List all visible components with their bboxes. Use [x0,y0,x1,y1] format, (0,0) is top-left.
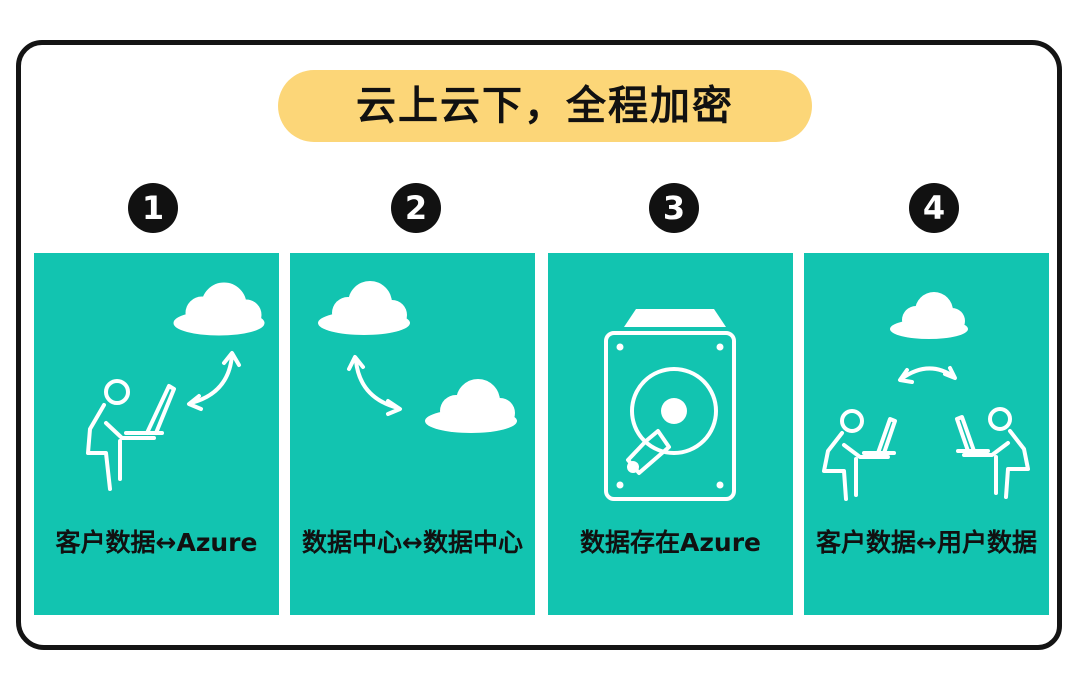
step-number-1: 1 [128,183,178,233]
outer-frame [16,40,1062,650]
step-label-1: 客户数据↔Azure [55,528,258,557]
step-panel-4: 客户数据↔用户数据 [804,253,1049,615]
step-label-2: 数据中心↔数据中心 [302,528,523,557]
cloud-to-cloud-icon [318,281,517,433]
users-cloud-icon [822,292,1030,501]
step-label-3: 数据存在Azure [580,528,761,557]
hard-drive-icon [604,309,736,501]
step-panel-2: 数据中心↔数据中心 [290,253,535,615]
step-label-4: 客户数据↔用户数据 [816,528,1037,557]
title-highlight [278,70,812,142]
step-panel-3: 数据存在Azure [548,253,793,615]
step-number-3: 3 [649,183,699,233]
step-number-2: 2 [391,183,441,233]
page-title: 云上云下，全程加密 [356,83,734,129]
step-number-4: 4 [909,183,959,233]
step-panel-1: 客户数据↔Azure [34,253,279,615]
user-laptop-cloud-icon [86,282,265,491]
